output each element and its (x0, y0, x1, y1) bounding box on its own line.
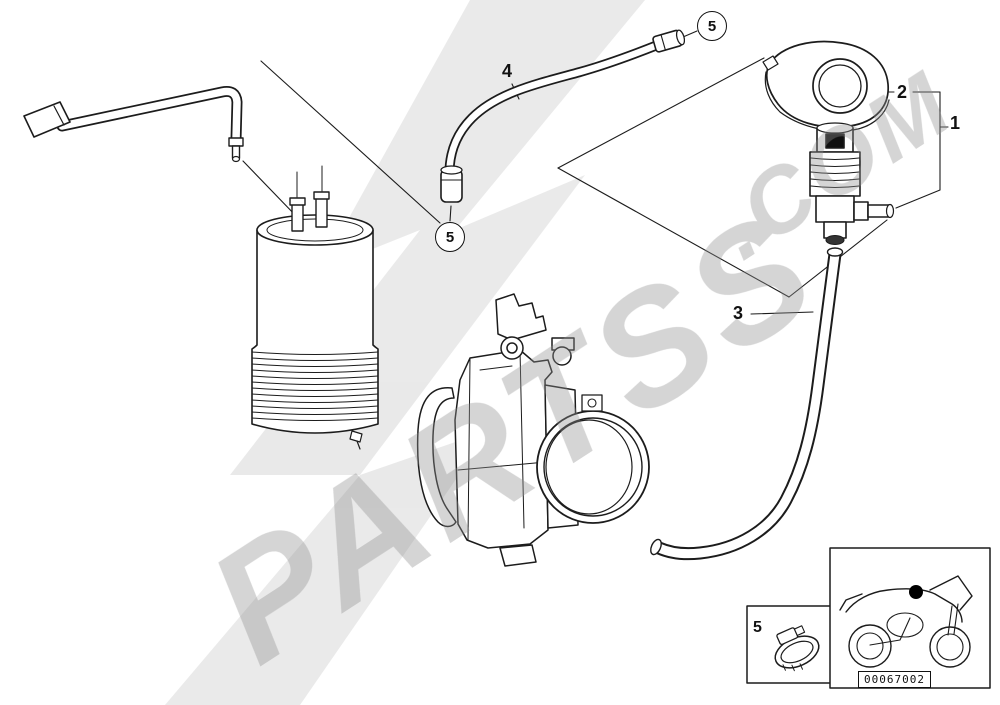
hose-clamp-detail (746, 605, 835, 684)
fuel-filter-canister (251, 165, 379, 450)
callout-1[interactable]: 1 (950, 113, 961, 133)
part-location-dot (909, 585, 923, 599)
fuel-hose-lower (650, 247, 844, 561)
vent-pipe (23, 86, 244, 163)
throttle-body (416, 293, 650, 567)
fuel-hose-upper (440, 29, 686, 203)
part-number-code: 00067002 (858, 671, 931, 688)
callout-5-clamp[interactable]: 5 (753, 619, 762, 636)
leader-lines (242, 30, 949, 315)
fuel-tap-valve (809, 122, 895, 246)
callout-5-top[interactable]: 5 (697, 11, 727, 41)
callout-2[interactable]: 2 (897, 82, 908, 102)
callout-4[interactable]: 4 (502, 61, 513, 81)
callout-3[interactable]: 3 (733, 303, 744, 323)
callout-5-mid[interactable]: 5 (435, 222, 465, 252)
motorcycle-thumbnail (829, 547, 991, 689)
